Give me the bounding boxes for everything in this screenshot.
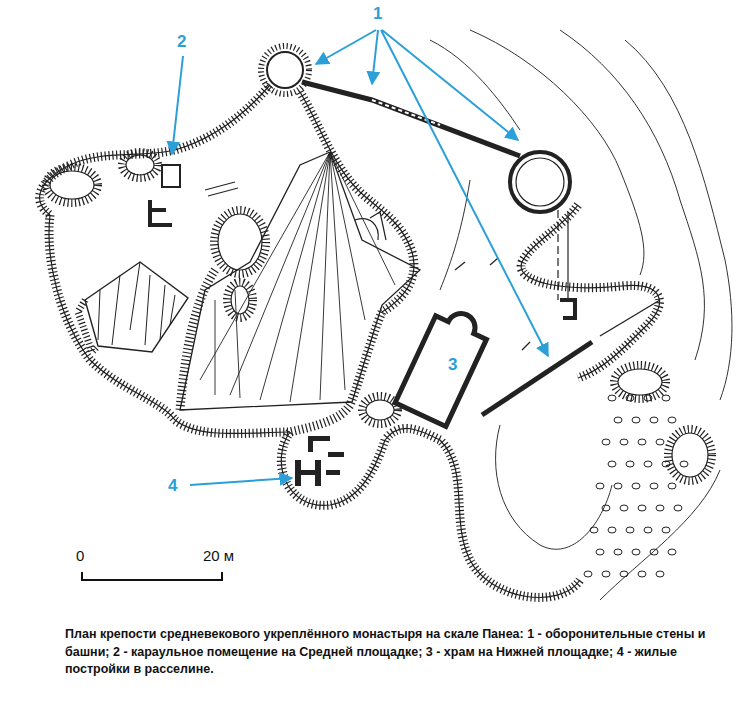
scree-dot <box>614 549 622 555</box>
scree-dot <box>644 527 652 533</box>
scree-dot <box>602 571 610 577</box>
slope-area <box>180 152 420 410</box>
cliff-edges <box>40 85 712 597</box>
leader-arrows <box>172 30 548 485</box>
scree-dot <box>680 461 688 467</box>
rock-block <box>78 262 188 352</box>
scale-bar <box>82 572 222 580</box>
scree-dot <box>626 461 634 467</box>
callout-number: 3 <box>448 356 457 373</box>
scree-dot <box>656 439 664 445</box>
scree-dot <box>674 505 682 511</box>
scree-dot <box>644 461 652 467</box>
scree-dot <box>638 505 646 511</box>
scale-label: 20 м <box>203 548 234 563</box>
scree-dot <box>620 439 628 445</box>
scree-dot <box>608 395 616 401</box>
scree-dot <box>662 395 670 401</box>
caption: План крепости средневекового укреплённог… <box>65 626 715 679</box>
scree-dot <box>584 571 592 577</box>
scree-dot <box>590 527 598 533</box>
scree-dot <box>650 417 658 423</box>
scree-dot <box>620 505 628 511</box>
scree-dot <box>638 439 646 445</box>
scree-dot <box>632 483 640 489</box>
scree-dot <box>644 395 652 401</box>
scree-dot <box>608 527 616 533</box>
scree-dots <box>584 395 688 577</box>
guard-room <box>150 165 238 225</box>
callout-number: 2 <box>177 33 186 50</box>
scree-dot <box>596 549 604 555</box>
scree-dot <box>626 395 634 401</box>
scree-dot <box>614 483 622 489</box>
scree-dot <box>656 571 664 577</box>
contour-lines <box>430 30 732 600</box>
scree-dot <box>626 527 634 533</box>
wall-fragments <box>370 212 530 350</box>
scree-dot <box>650 483 658 489</box>
scree-dot <box>602 439 610 445</box>
callout-number: 1 <box>373 5 382 22</box>
scree-dot <box>602 505 610 511</box>
scree-dot <box>662 461 670 467</box>
scree-dot <box>608 461 616 467</box>
scree-dot <box>656 505 664 511</box>
scree-dot <box>662 527 670 533</box>
scree-dot <box>632 549 640 555</box>
dwellings <box>295 436 344 486</box>
scree-dot <box>596 483 604 489</box>
scree-dot <box>668 417 676 423</box>
scale-label: 0 <box>76 548 84 563</box>
scree-dot <box>638 571 646 577</box>
scree-dot <box>632 417 640 423</box>
scree-dot <box>620 571 628 577</box>
callout-number: 4 <box>168 477 177 494</box>
church <box>395 303 492 426</box>
scree-dot <box>650 549 658 555</box>
scree-dot <box>614 417 622 423</box>
scree-dot <box>668 483 676 489</box>
scree-dot <box>668 549 676 555</box>
